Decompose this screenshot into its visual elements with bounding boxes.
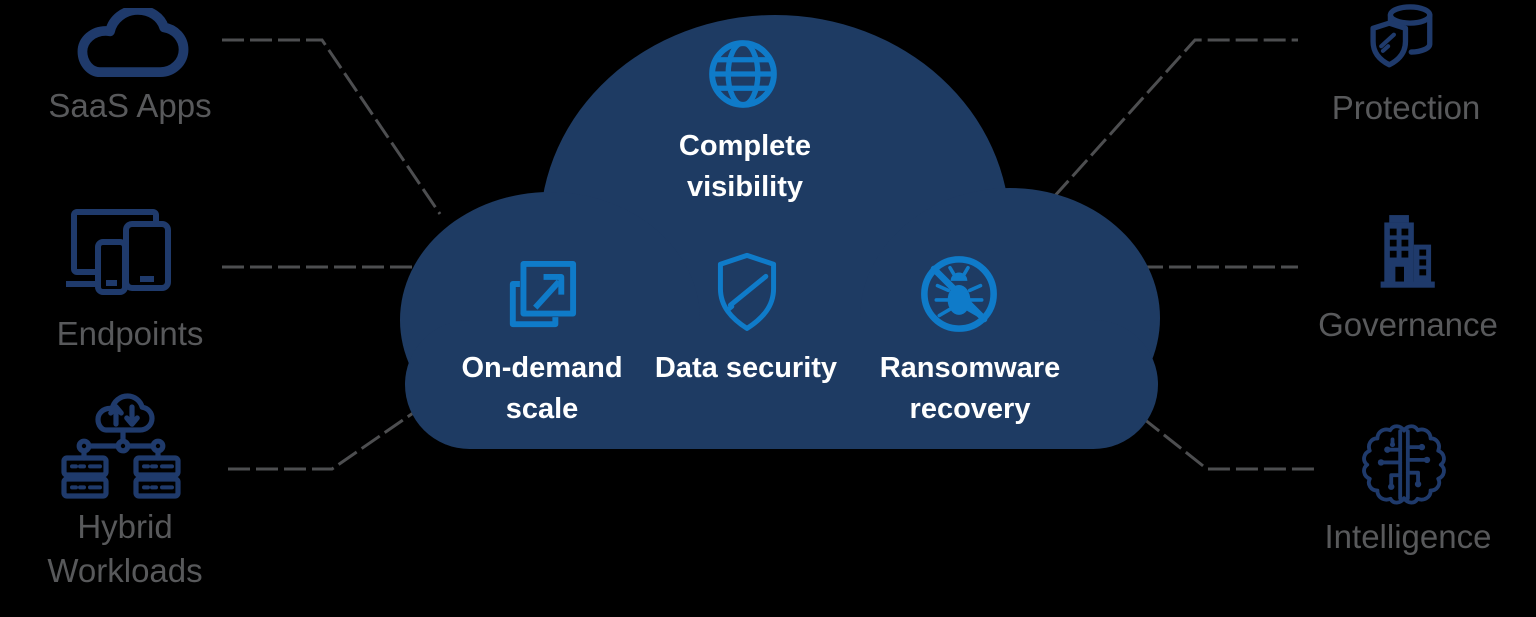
hybrid-workloads-icon: [58, 390, 182, 502]
label-ransomware-recovery: Ransomware recovery: [879, 352, 1061, 425]
label-governance: Governance: [1318, 306, 1498, 343]
no-malware-icon: [916, 251, 1002, 337]
database-shield-icon: [1366, 0, 1438, 74]
connector-intelligence: [1119, 398, 1318, 471]
label-saas-apps: SaaS Apps: [48, 87, 212, 124]
expand-scale-icon: [502, 258, 578, 336]
label-protection: Protection: [1331, 89, 1481, 126]
label-hybrid-workloads: Hybrid Workloads: [47, 508, 203, 589]
connector-hybrid: [228, 389, 446, 471]
shield-icon: [716, 252, 778, 334]
saas-cloud-icon: [66, 8, 200, 78]
label-endpoints: Endpoints: [56, 315, 204, 352]
label-intelligence: Intelligence: [1324, 518, 1492, 555]
label-data-security: Data security: [654, 352, 838, 384]
connector-saas: [222, 38, 442, 215]
cloud-body-base: [405, 320, 1158, 449]
globe-icon: [705, 36, 781, 112]
governance-building-icon: [1372, 212, 1436, 292]
label-on-demand-scale: On-demand scale: [461, 352, 623, 425]
brain-circuit-icon: [1358, 418, 1450, 512]
label-complete-visibility: Complete visibility: [678, 130, 812, 203]
connector-protection: [1033, 38, 1298, 220]
endpoints-devices-icon: [64, 206, 190, 300]
